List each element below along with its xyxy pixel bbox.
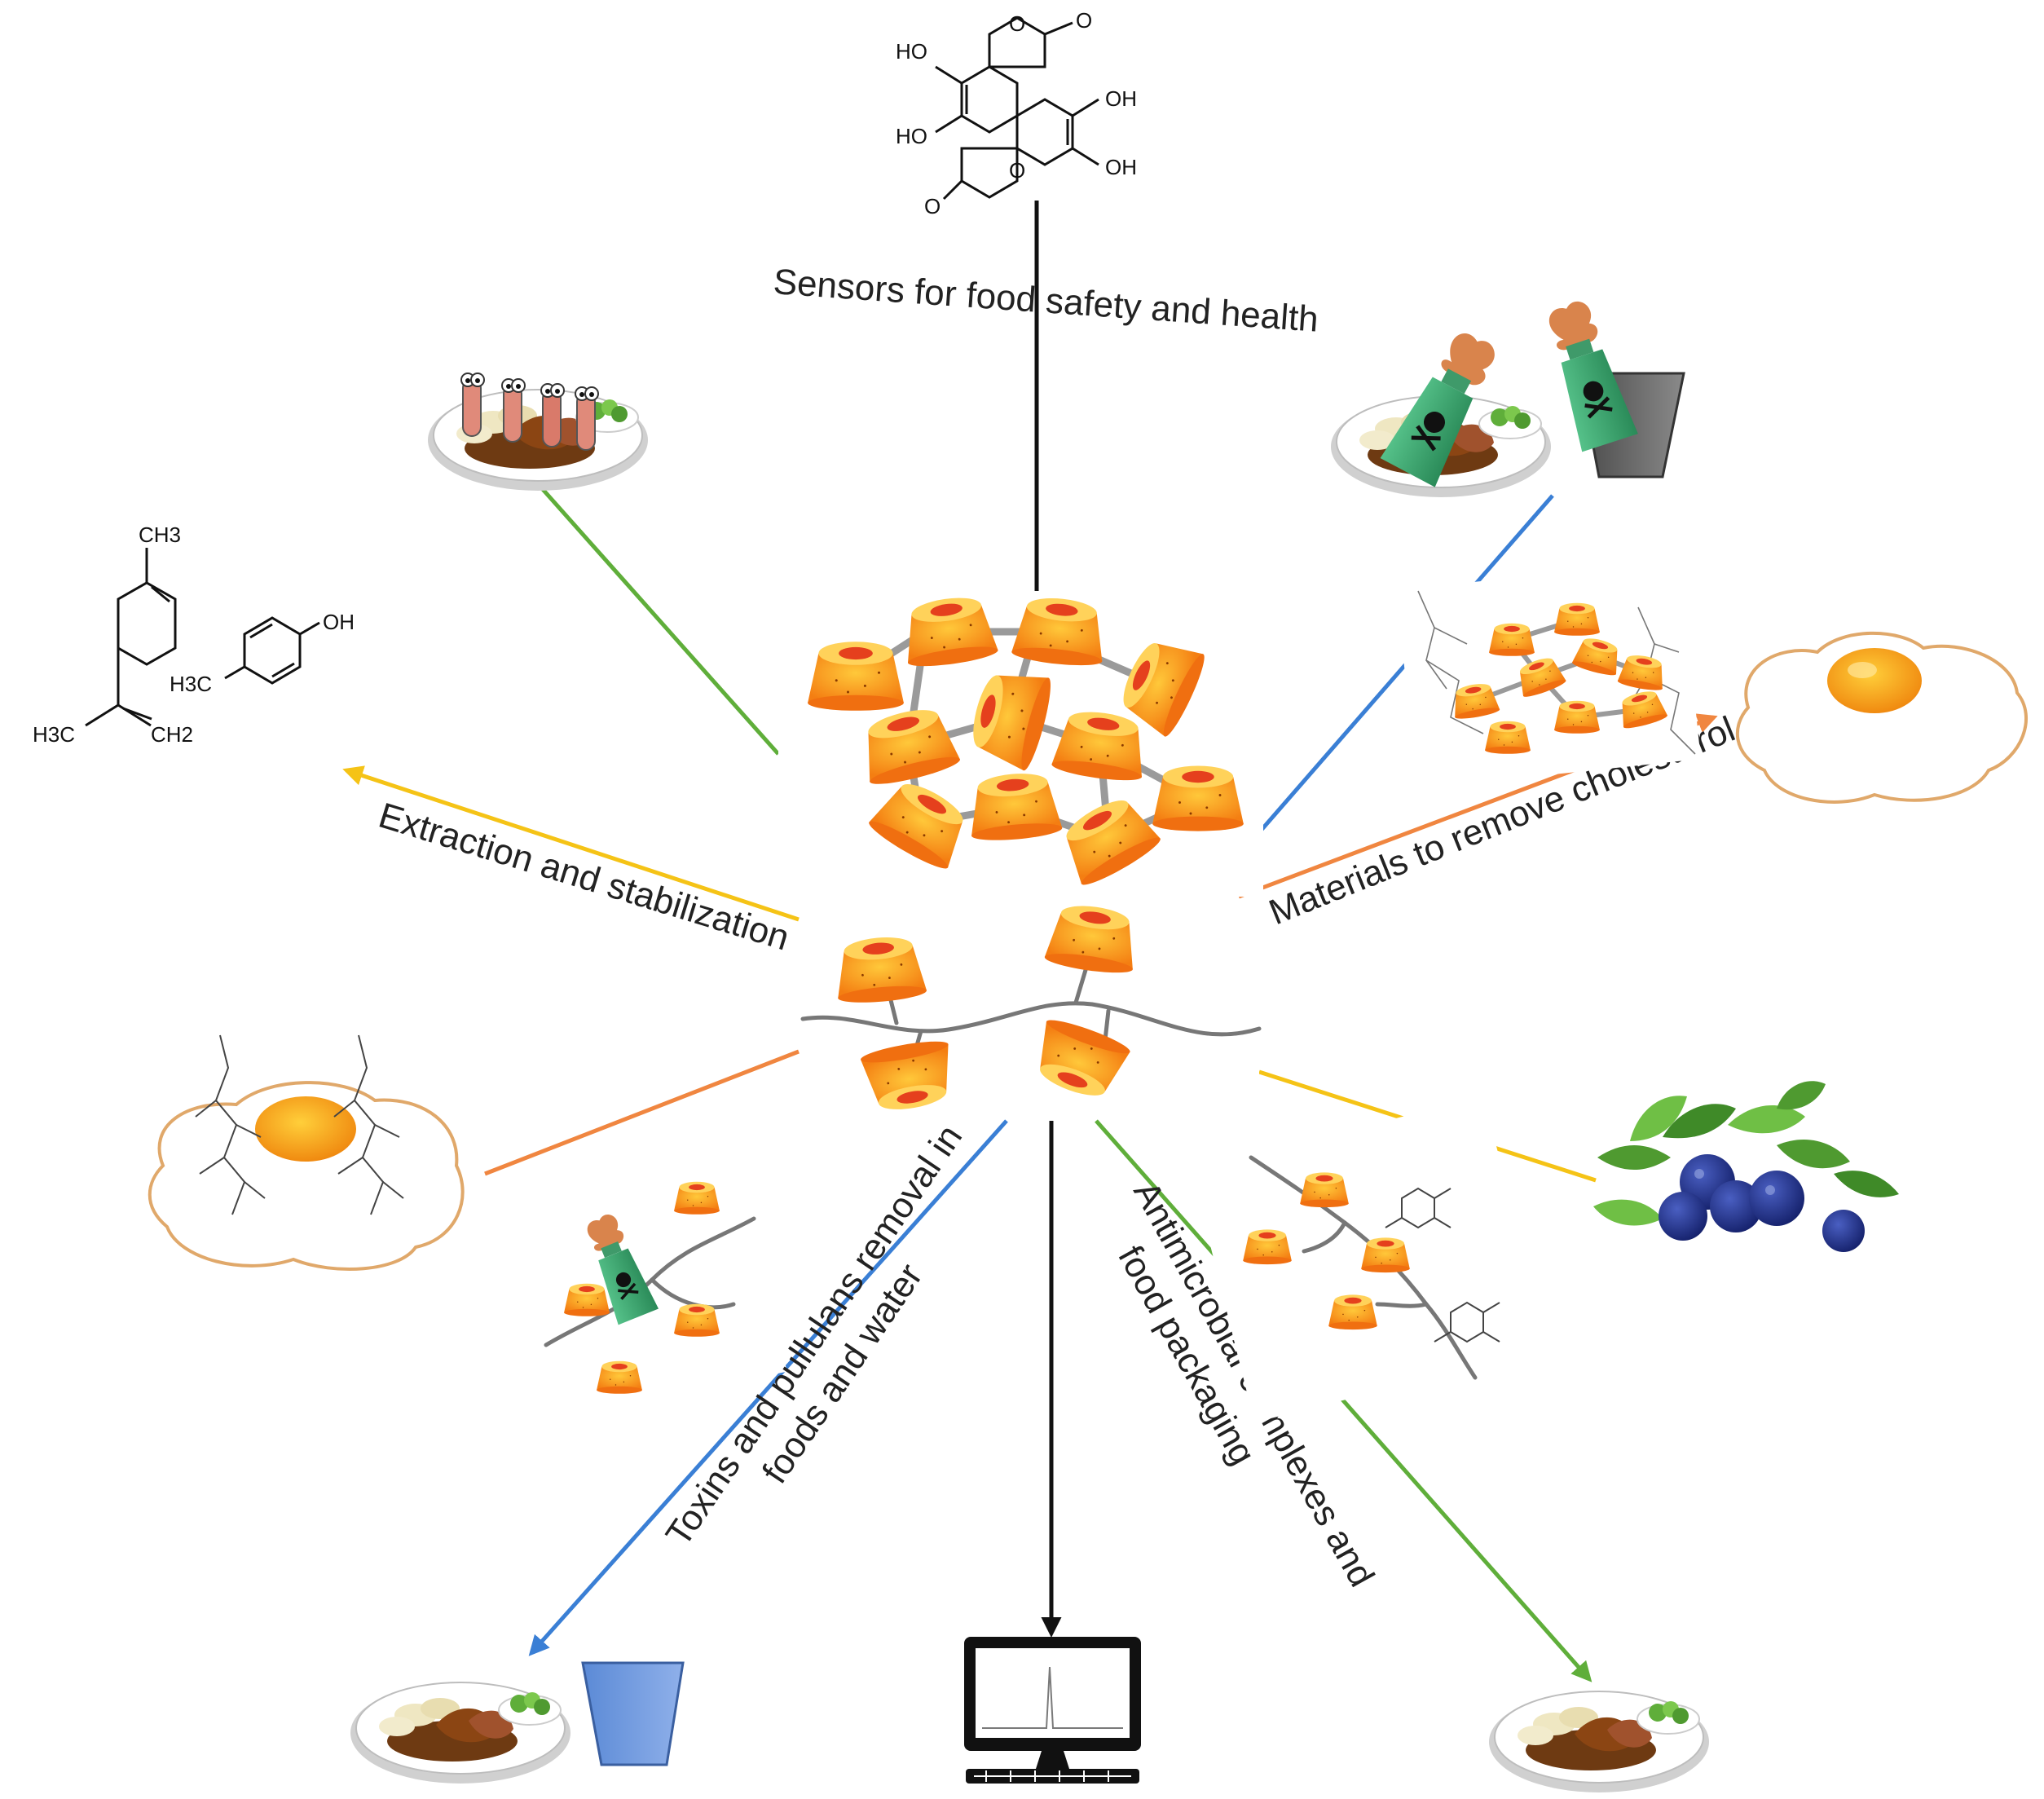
antioxidant-polymer-icon (1191, 1096, 1548, 1423)
cyclodextrin-cholesterol-complex-icon (1396, 560, 1701, 789)
toxin-capture-polymer-icon (476, 1148, 787, 1428)
ellagic-carbonyl-o-1: O (1076, 8, 1092, 33)
ellagic-ring-o-1: O (1009, 11, 1025, 36)
label-sensors: Sensors for food safety and health (772, 262, 1319, 340)
label-extraction: Extraction and stabilization (374, 796, 794, 959)
limonene-ch3-label: CH3 (139, 523, 181, 547)
food-plate-with-toxin-icon (1330, 324, 1552, 498)
toxins-arrow (528, 1119, 1008, 1656)
food-plate-icon (350, 1682, 571, 1784)
toxin-plate-connector (1237, 494, 1554, 858)
limonene-structure: CH3 H3C CH2 (33, 523, 193, 747)
computer-monitor-chromatogram-icon (964, 1637, 1141, 1784)
food-plate-with-bacteria-icon (427, 373, 649, 492)
ellagic-oh-3: OH (1105, 86, 1137, 111)
ellagic-oh-1: HO (896, 39, 927, 64)
blueberries-icon (1593, 1081, 1899, 1252)
ellagic-acid-structure: HO HO OH OH O O O O (896, 8, 1137, 218)
water-glass-blue-icon (581, 1661, 685, 1766)
ellagic-ring-o-2: O (1009, 158, 1025, 183)
cresol-structure: OH H3C (170, 610, 355, 696)
egg-with-cholesterol-icon (148, 1034, 465, 1271)
cyclodextrin-polymer-icon (800, 901, 1262, 1116)
cresol-h3c-label: H3C (170, 672, 212, 696)
cresol-oh-label: OH (323, 610, 355, 634)
bacteria-plate-connector (532, 478, 780, 756)
extraction-arrow (342, 765, 800, 922)
limonene-ch2-label: CH2 (151, 722, 193, 747)
ellagic-oh-2: HO (896, 124, 927, 148)
ellagic-oh-4: OH (1105, 155, 1137, 179)
fried-egg-icon (1736, 631, 2028, 804)
cyclodextrin-nanosponge-icon (778, 591, 1263, 897)
ellagic-carbonyl-o-2: O (924, 194, 941, 218)
limonene-h3c-label: H3C (33, 722, 75, 747)
food-plate-icon (1488, 1691, 1710, 1793)
egg-cholesterol-connector (484, 1049, 800, 1176)
